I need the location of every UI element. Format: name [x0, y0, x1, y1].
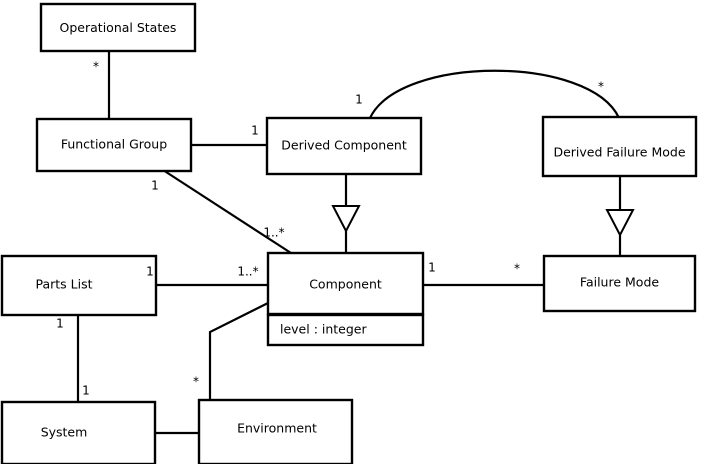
class-name-component: Component — [309, 277, 382, 292]
multiplicity-functional-group-component-source: 1 — [151, 179, 159, 193]
class-box-functional-group[interactable] — [35, 117, 193, 173]
association-derived-component-derived-failure-mode[interactable] — [369, 69, 620, 119]
class-name-operational-states: Operational States — [60, 20, 177, 35]
class-functional-group[interactable]: Functional Group — [35, 117, 193, 173]
class-box-system[interactable] — [0, 400, 157, 464]
multiplicity-arc-derived-component-end: 1 — [355, 93, 363, 107]
class-box-environment[interactable] — [197, 398, 354, 464]
generalization-triangle-derived-component — [331, 205, 361, 234]
association-lines — [76, 51, 620, 435]
class-operational-states[interactable]: Operational States — [39, 2, 197, 53]
class-name-derived-component: Derived Component — [281, 138, 407, 153]
class-attributes-box-component[interactable] — [266, 313, 425, 347]
multiplicity-parts-list-component-end: 1..* — [237, 265, 258, 279]
class-environment[interactable]: Environment — [197, 398, 354, 464]
association-functional-group-component[interactable] — [162, 169, 292, 254]
multiplicity-parts-list-system-source: 1 — [56, 317, 64, 331]
generalization-triangle-derived-failure-mode — [605, 209, 635, 238]
class-parts-list[interactable]: Parts List — [0, 254, 158, 317]
class-box-derived-failure-mode[interactable] — [541, 115, 698, 178]
class-name-parts-list: Parts List — [35, 277, 92, 292]
multiplicity-operational-states-end: * — [93, 60, 99, 74]
class-box-component[interactable] — [266, 251, 425, 316]
generalization-links — [331, 174, 635, 256]
class-name-failure-mode: Failure Mode — [580, 275, 659, 290]
multiplicity-arc-derived-failure-mode-end: * — [598, 80, 604, 94]
class-name-environment: Environment — [237, 421, 317, 436]
multiplicity-component-failure-mode-source: 1 — [428, 261, 436, 275]
class-derived-failure-mode[interactable]: Derived Failure Mode — [541, 115, 698, 178]
multiplicity-derived-component-end: 1 — [251, 124, 259, 138]
class-box-parts-list[interactable] — [0, 254, 158, 317]
multiplicity-component-environment-end: * — [193, 375, 199, 389]
class-name-functional-group: Functional Group — [61, 137, 167, 152]
association-component-environment[interactable] — [208, 302, 269, 400]
class-attribute-component-level: level : integer — [280, 322, 367, 337]
multiplicity-component-failure-mode-target: * — [514, 262, 520, 276]
multiplicity-parts-list-system-target: 1 — [82, 384, 90, 398]
class-box-derived-component[interactable] — [265, 116, 423, 176]
class-box-failure-mode[interactable] — [542, 254, 697, 313]
class-name-derived-failure-mode: Derived Failure Mode — [553, 145, 685, 160]
class-system[interactable]: System — [0, 400, 157, 464]
multiplicity-parts-list-end: 1 — [146, 265, 154, 279]
class-failure-mode[interactable]: Failure Mode — [542, 254, 697, 313]
class-derived-component[interactable]: Derived Component — [265, 116, 423, 176]
class-component[interactable]: Component level : integer — [266, 251, 425, 347]
class-name-system: System — [41, 425, 88, 440]
multiplicity-functional-group-component-target: 1..* — [263, 226, 284, 240]
class-box-operational-states[interactable] — [39, 2, 197, 53]
multiplicity-labels: * 1 1 1..* 1 * 1 1..* 1 1 1 * * — [56, 60, 604, 398]
